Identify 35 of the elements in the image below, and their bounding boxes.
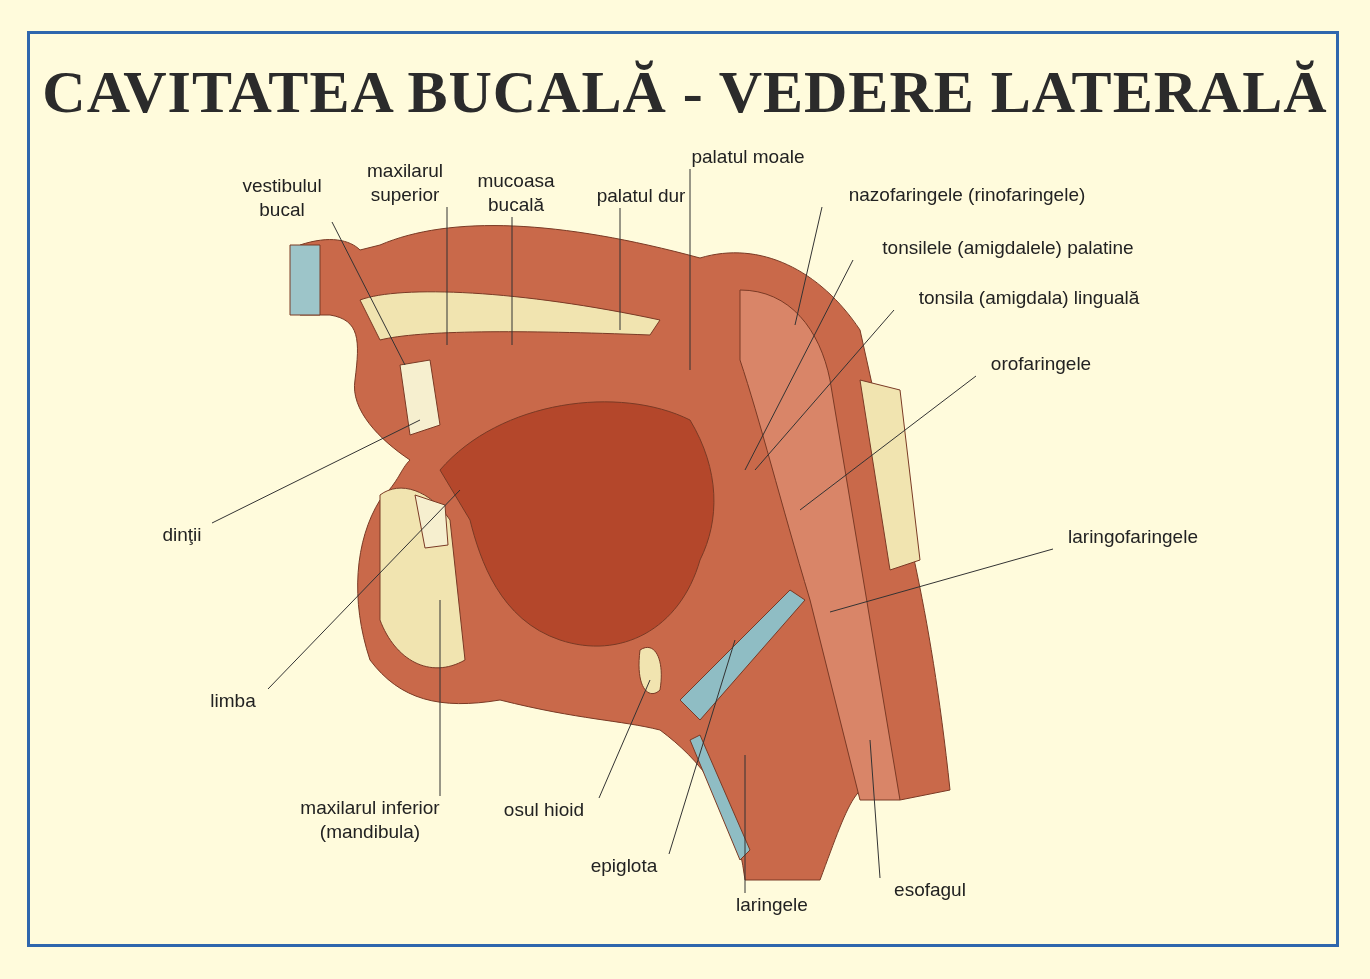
part-label: esofagul — [880, 878, 980, 902]
part-label: laringele — [722, 893, 822, 917]
part-label: limba — [198, 689, 268, 713]
part-label: laringofaringele — [1053, 525, 1213, 549]
leader-line — [267, 489, 461, 690]
leader-line — [744, 754, 746, 894]
part-label: maxilarul inferior (mandibula) — [280, 796, 460, 844]
leader-line — [446, 206, 448, 346]
part-label: palatul moale — [673, 145, 823, 169]
leader-line — [331, 221, 406, 366]
part-label: maxilarul superior — [350, 159, 460, 207]
leader-line — [619, 207, 621, 331]
part-label: nazofaringele (rinofaringele) — [822, 183, 1112, 207]
leader-line — [668, 639, 736, 855]
leader-line — [689, 168, 691, 371]
part-label: dinţii — [152, 523, 212, 547]
leader-line — [829, 548, 1054, 613]
title: CAVITATEA BUCALĂ - VEDERE LATERALĂ — [41, 58, 1329, 127]
leader-line — [744, 259, 854, 471]
part-label: mucoasa bucală — [466, 169, 566, 217]
part-label: vestibulul bucal — [232, 174, 332, 222]
part-label: orofaringele — [976, 352, 1106, 376]
leader-line — [754, 309, 895, 471]
part-label: tonsilele (amigdalele) palatine — [853, 236, 1163, 260]
leader-line — [799, 375, 977, 511]
leader-line — [598, 679, 651, 799]
part-label: palatul dur — [581, 184, 701, 208]
leader-line — [794, 206, 823, 326]
part-label: tonsila (amigdala) linguală — [894, 286, 1164, 310]
leader-line — [869, 739, 881, 879]
part-label: epiglota — [579, 854, 669, 878]
leader-line — [511, 216, 513, 346]
part-label: osul hioid — [489, 798, 599, 822]
leader-line — [439, 599, 441, 797]
leader-line — [211, 419, 421, 524]
